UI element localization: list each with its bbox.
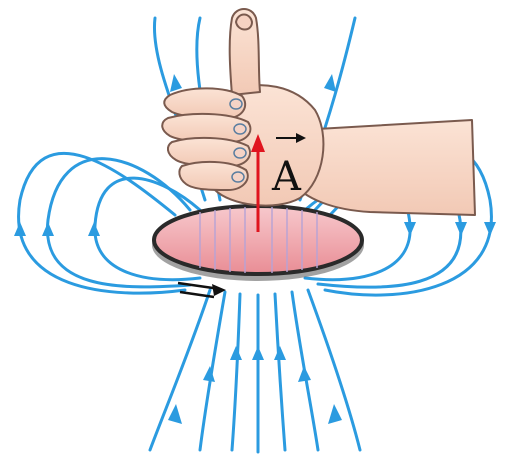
right-hand-thumb-up-icon (162, 9, 475, 215)
field-arrow-right-3 (404, 222, 416, 236)
field-arrow-top-left (170, 74, 182, 92)
vector-label: A (271, 154, 302, 200)
field-line-bottom-5 (275, 294, 285, 450)
field-arrow-left-3 (88, 222, 100, 236)
field-arrow-right-1 (484, 222, 496, 236)
field-arrow-left-1 (14, 222, 26, 236)
field-arrow-bottom-4 (252, 346, 264, 360)
field-arrow-top-right (324, 74, 336, 92)
field-line-bottom-7 (308, 290, 360, 450)
field-arrow-bottom-3 (230, 346, 242, 360)
field-line-bottom-1 (150, 290, 210, 450)
field-arrow-bottom-7 (328, 404, 342, 424)
field-arrow-bottom-5 (274, 346, 286, 360)
thumbnail (236, 15, 252, 30)
field-arrow-bottom-1 (168, 404, 182, 424)
field-line-bottom-3 (232, 294, 240, 450)
field-line-bottom-2 (200, 292, 225, 450)
field-arrow-left-2 (42, 222, 54, 236)
field-arrow-right-2 (455, 222, 467, 236)
field-arrow-bottom-6 (298, 366, 311, 382)
field-line-left-1 (19, 153, 185, 293)
